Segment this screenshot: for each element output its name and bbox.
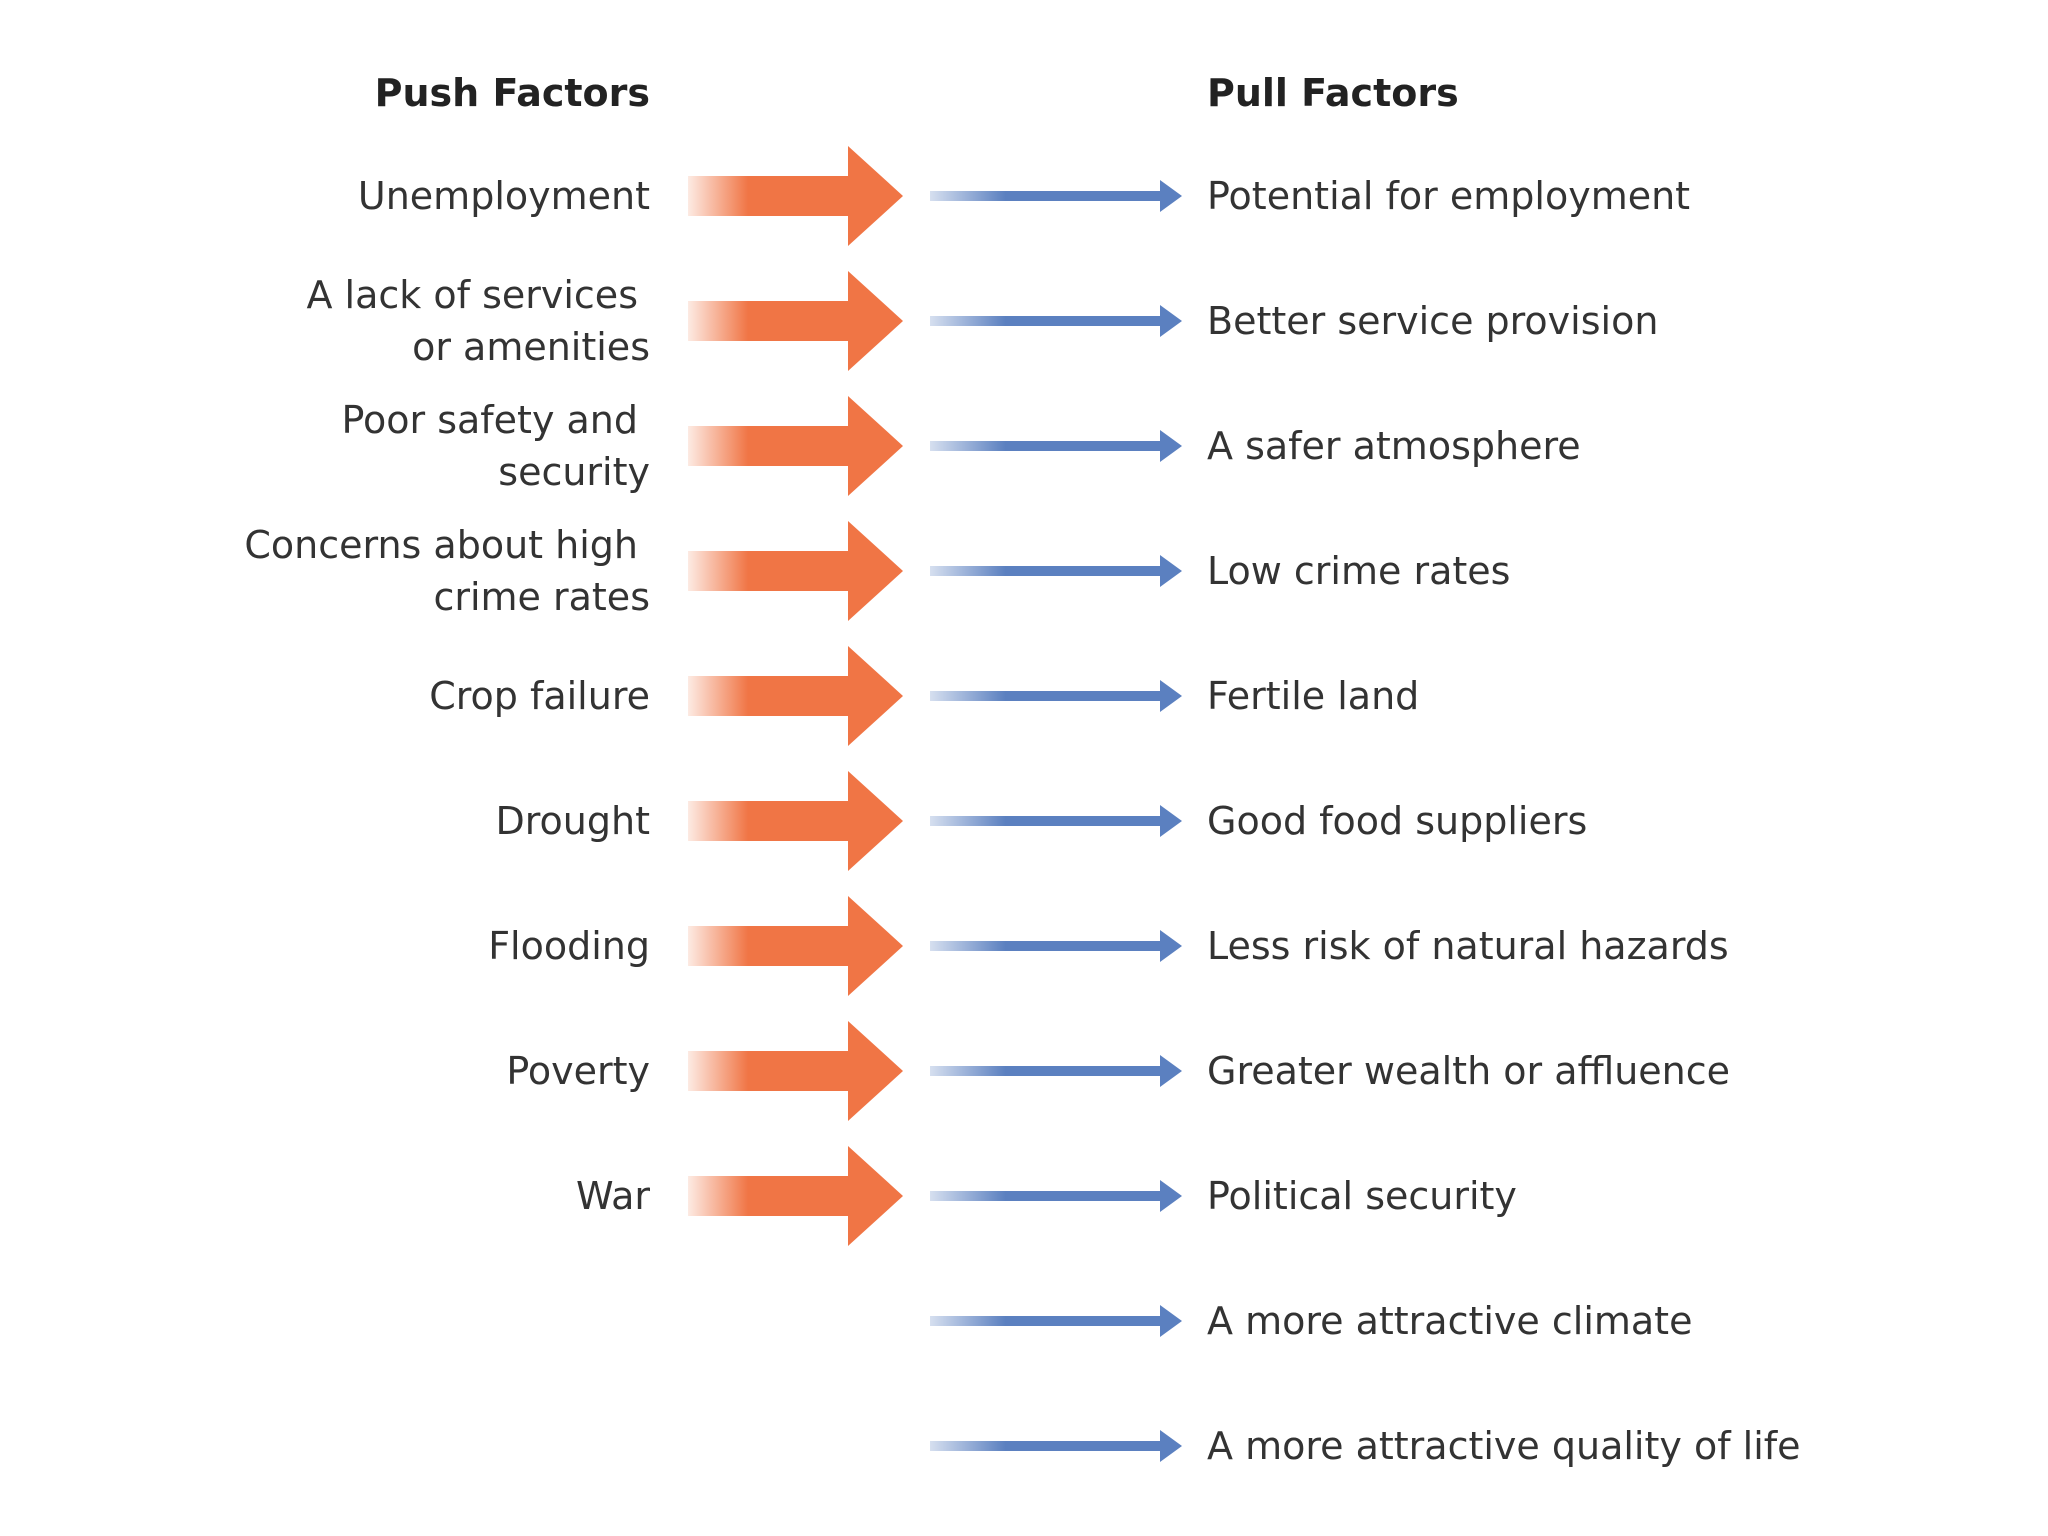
push-arrow-shape [688,896,903,996]
pull-factor-label: A safer atmosphere [1207,424,1581,468]
push-arrow-shape [688,1146,903,1246]
pull-arrow-shape [930,1180,1182,1212]
pull-arrow [930,178,1182,214]
push-arrow [688,896,903,996]
pull-arrow-shape [930,1305,1182,1337]
push-factor-line: Poverty [506,1049,650,1093]
push-factor-line: Flooding [488,924,650,968]
push-arrow-shape [688,771,903,871]
pull-arrow [930,303,1182,339]
push-factor-label: Unemployment [50,170,650,222]
push-factor-label: Flooding [50,920,650,972]
push-factor-line: crime rates [433,575,650,619]
push-factor-line: Unemployment [357,174,650,218]
push-arrow [688,396,903,496]
pull-arrow [930,678,1182,714]
push-arrow [688,271,903,371]
push-arrow-shape [688,271,903,371]
pull-arrow-shape [930,680,1182,712]
pull-arrow-shape [930,1055,1182,1087]
push-factor-line: Poor safety and [341,398,638,442]
push-arrow-shape [688,146,903,246]
push-factor-line: A lack of services [306,273,638,317]
pull-arrow-shape [930,555,1182,587]
push-factor-line: Crop failure [429,674,650,718]
pull-factors-heading: Pull Factors [1207,71,1459,115]
push-factor-line: or amenities [412,325,650,369]
push-arrow [688,1021,903,1121]
push-arrow [688,771,903,871]
pull-factor-label: Potential for employment [1207,174,1691,218]
pull-factor-label: Low crime rates [1207,549,1511,593]
pull-arrow-shape [930,305,1182,337]
push-factor-label: Concerns about high crime rates [50,519,650,623]
push-factor-line: Concerns about high [244,523,638,567]
push-factor-line: War [575,1174,650,1218]
push-arrow-shape [688,521,903,621]
pull-arrow [930,803,1182,839]
push-factor-line: security [498,450,650,494]
push-factor-line: Drought [495,799,651,843]
push-arrow-shape [688,1021,903,1121]
pull-factor-label: Better service provision [1207,299,1659,343]
pull-arrow [930,428,1182,464]
pull-arrow [930,1053,1182,1089]
pull-arrow [930,1303,1182,1339]
pull-factor-label: Fertile land [1207,674,1420,718]
push-factor-label: Poor safety and security [50,394,650,498]
push-factors-heading: Push Factors [374,71,650,115]
pull-factor-label: Greater wealth or affluence [1207,1049,1731,1093]
push-factor-label: Crop failure [50,670,650,722]
pull-arrow [930,1428,1182,1464]
pull-arrow [930,1178,1182,1214]
push-factor-label: Drought [50,795,651,847]
push-arrow [688,146,903,246]
push-arrow-shape [688,646,903,746]
pull-factor-label: Good food suppliers [1207,799,1588,843]
pull-factor-label: A more attractive quality of life [1207,1424,1801,1468]
push-factor-label: War [50,1170,650,1222]
pull-arrow-shape [930,930,1182,962]
push-factor-label: Poverty [50,1045,650,1097]
pull-factor-label: Political security [1207,1174,1517,1218]
push-arrow [688,521,903,621]
pull-factor-label: A more attractive climate [1207,1299,1693,1343]
push-arrow [688,646,903,746]
pull-arrow-shape [930,805,1182,837]
push-arrow [688,1146,903,1246]
pull-factor-label: Less risk of natural hazards [1207,924,1729,968]
pull-arrow [930,928,1182,964]
push-arrow-shape [688,396,903,496]
pull-arrow-shape [930,430,1182,462]
pull-arrow [930,553,1182,589]
push-factor-label: A lack of services or amenities [50,269,650,373]
pull-arrow-shape [930,180,1182,212]
pull-arrow-shape [930,1430,1182,1462]
